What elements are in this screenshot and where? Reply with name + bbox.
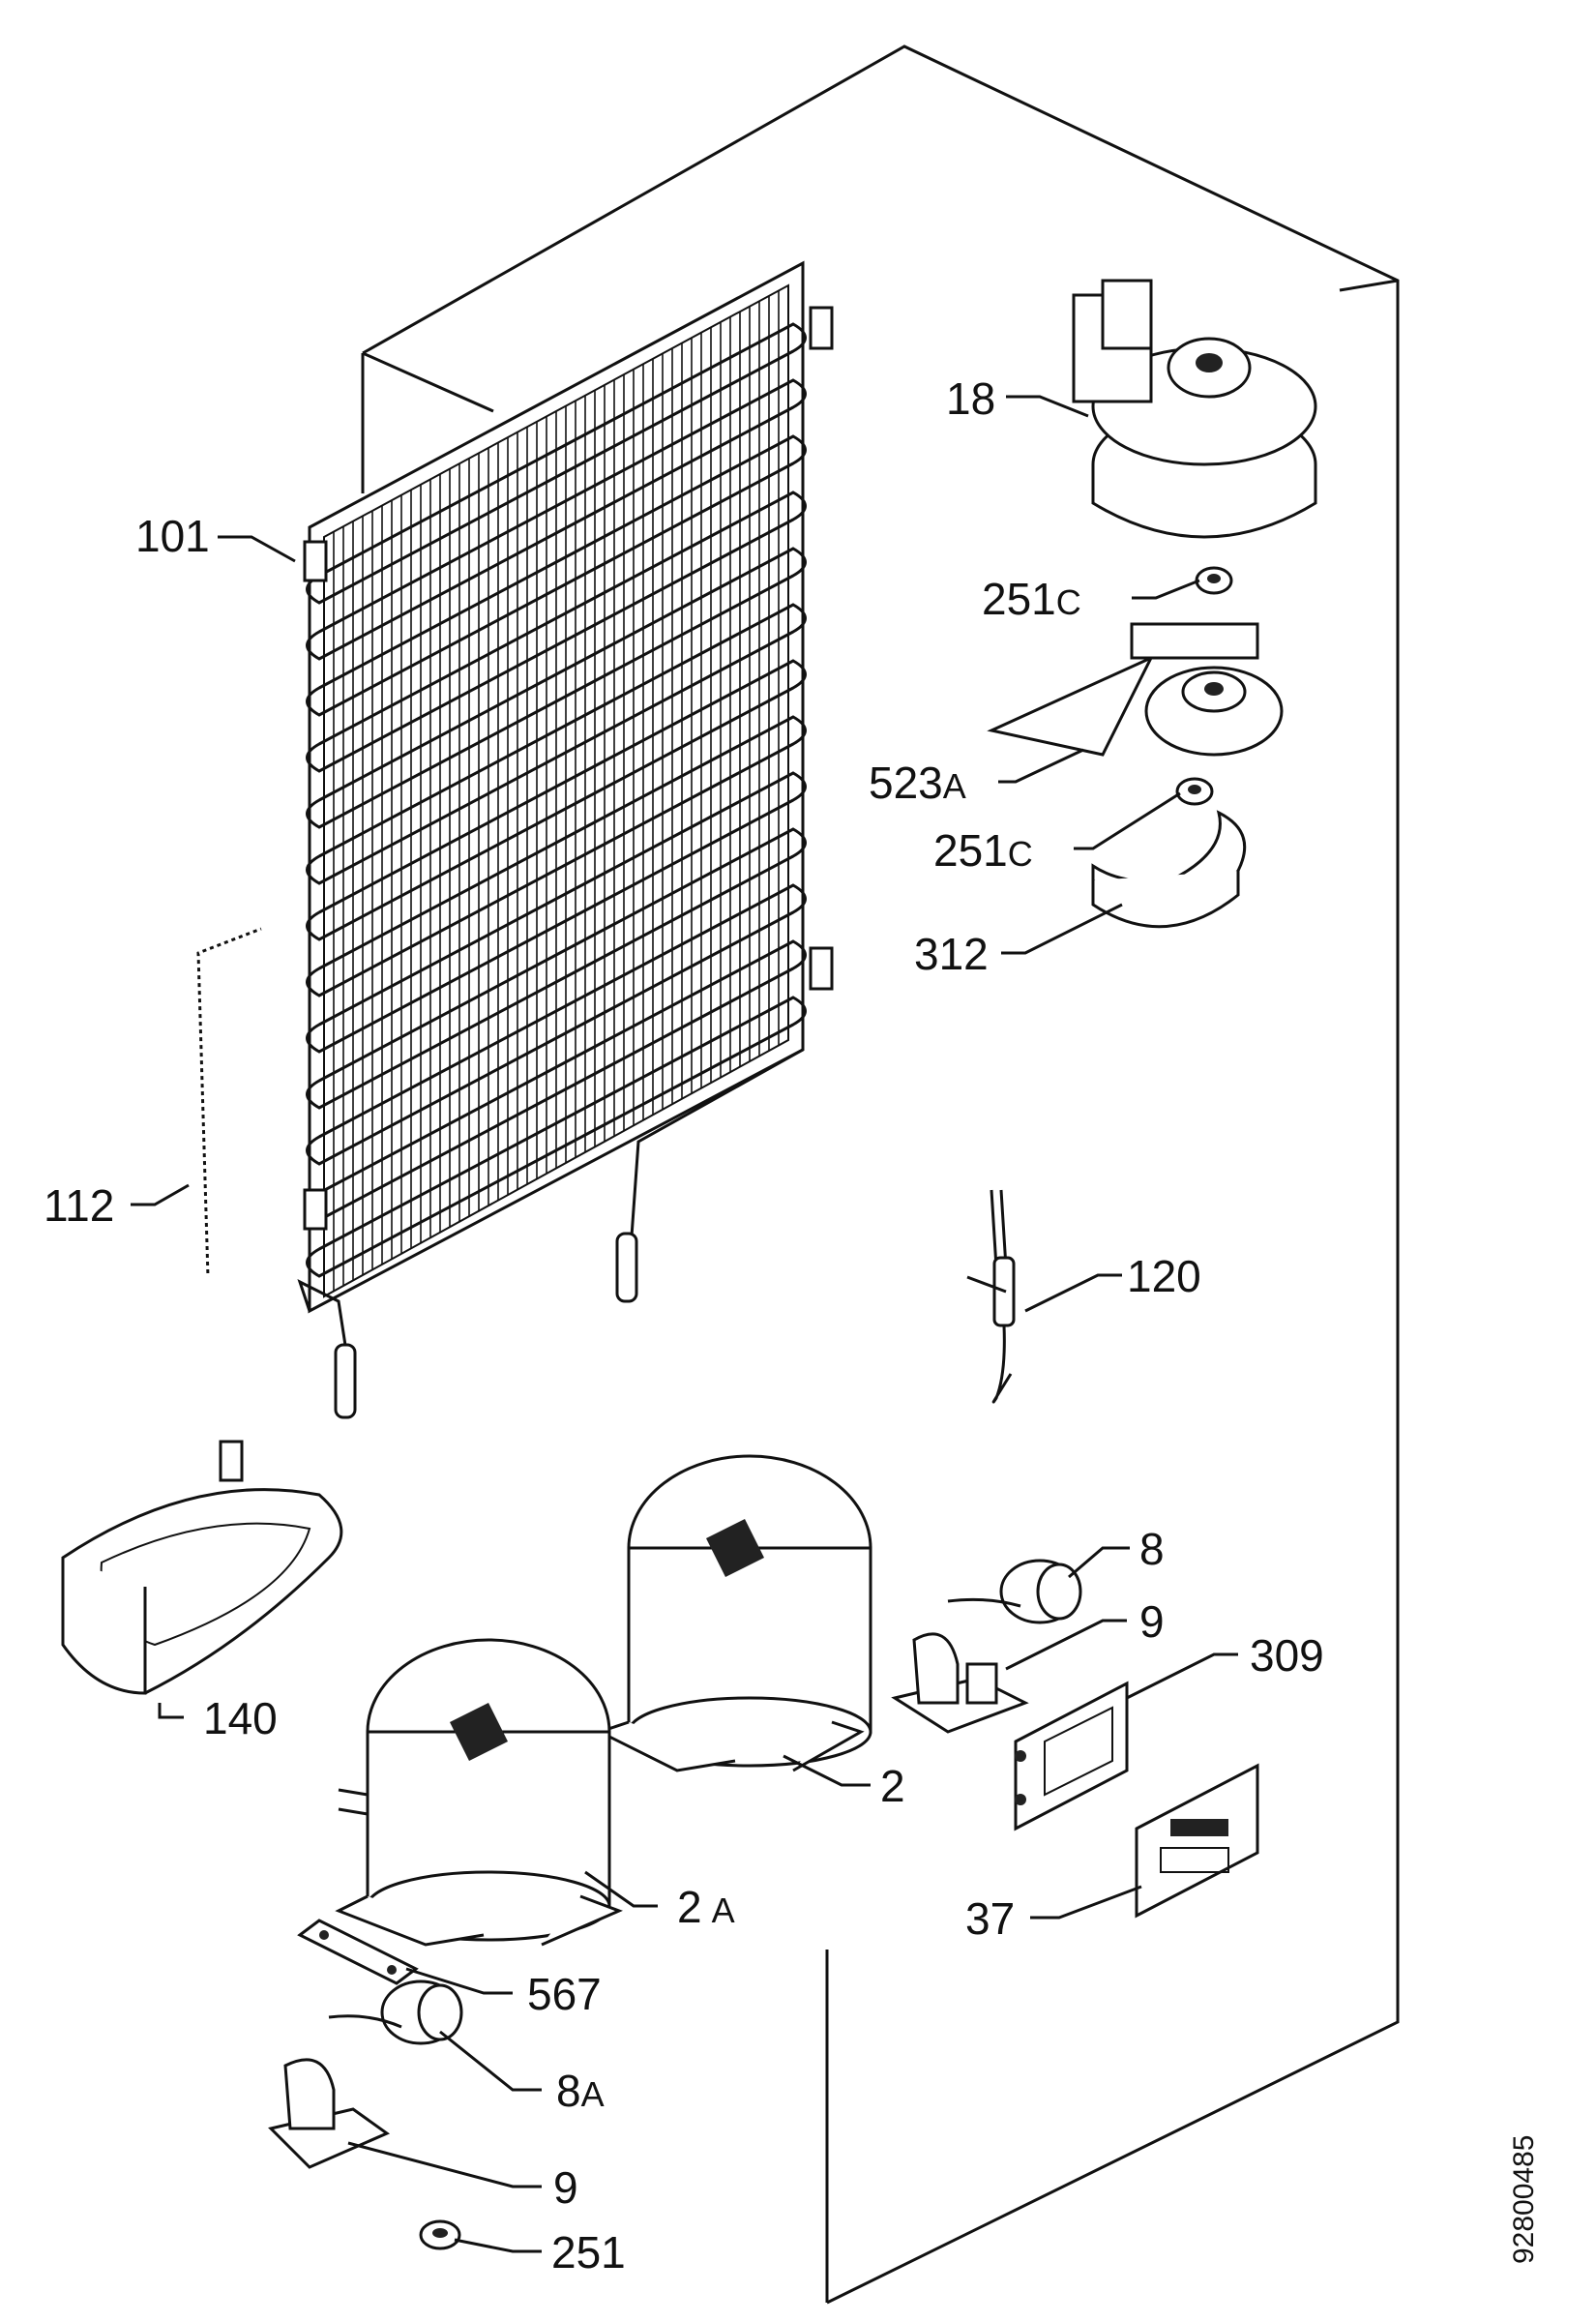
relay-8 [947, 1559, 1082, 1624]
drain-hose [192, 924, 263, 1278]
drip-tray [61, 1440, 343, 1695]
callout-251c-top: 251C [982, 574, 1081, 624]
callout-2: 2 [880, 1761, 905, 1811]
callout-9-right: 9 [1139, 1596, 1165, 1647]
control-panel-37 [1135, 1763, 1259, 1919]
callout-312: 312 [914, 929, 989, 979]
nut-251c-top [1195, 566, 1233, 595]
electronic-module-309 [1014, 1681, 1129, 1831]
cabinet-outline [361, 45, 1400, 2305]
condenser-coil [297, 260, 834, 1419]
relay-8a [328, 1980, 463, 2045]
callout-140: 140 [203, 1693, 278, 1743]
document-number: 92800485 [1508, 2135, 1540, 2264]
fan-motor [1072, 279, 1317, 539]
leader-lines [131, 395, 1238, 2253]
callout-8: 8 [1139, 1524, 1165, 1574]
fan-cover [1091, 810, 1247, 929]
spacer-plate [297, 1919, 419, 1985]
callout-9-bottom: 9 [553, 2162, 578, 2213]
callout-251c-bottom: 251C [933, 825, 1033, 876]
nut-251 [419, 2219, 461, 2250]
compressor-2 [596, 1454, 872, 1772]
callout-120: 120 [1127, 1251, 1201, 1301]
callout-37: 37 [965, 1893, 1015, 1944]
cable-clamp-bottom [268, 2058, 391, 2169]
nut-251c-bottom [1175, 777, 1214, 806]
callout-labels: 101 112 18 251C 523A 251C 312 120 140 8 … [44, 373, 1324, 2277]
callout-18: 18 [946, 373, 995, 424]
callout-8a: 8A [556, 2066, 605, 2116]
callout-112: 112 [44, 1180, 114, 1231]
fan-bracket [987, 622, 1284, 757]
cable-clamp-right [891, 1632, 1029, 1734]
callout-523a: 523A [869, 758, 966, 808]
callout-251: 251 [551, 2227, 626, 2277]
callout-101: 101 [135, 511, 210, 561]
callout-567: 567 [527, 1969, 602, 2019]
sensor-probe [966, 1189, 1016, 1404]
callout-309: 309 [1250, 1630, 1324, 1681]
compressor-2a [335, 1638, 623, 1947]
